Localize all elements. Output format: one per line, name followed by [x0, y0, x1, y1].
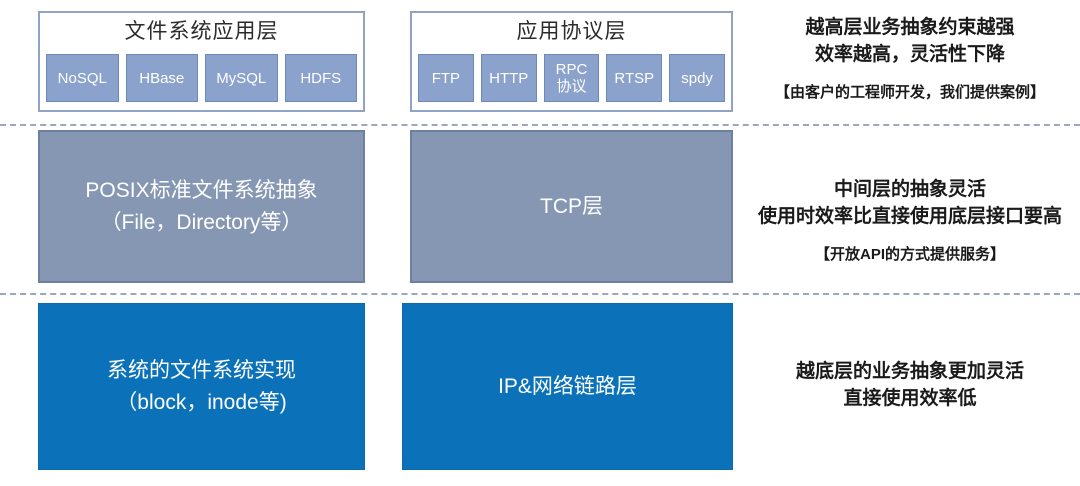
chip-nosql[interactable]: NoSQL: [46, 54, 119, 102]
ip-link-layer-label: IP&网络链路层: [498, 374, 637, 398]
protocol-chip-row: FTP HTTP RPC 协议 RTSP spdy: [418, 54, 725, 102]
chip-hdfs[interactable]: HDFS: [284, 54, 357, 102]
note-middle: 中间层的抽象灵活 使用时效率比直接使用底层接口要高 【开放API的方式提供服务】: [745, 176, 1075, 266]
chip-spdy[interactable]: spdy: [669, 54, 725, 102]
note-top-sub: 【由客户的工程师开发，我们提供案例】: [774, 84, 1045, 101]
tcp-layer-block: TCP层: [410, 130, 733, 283]
chip-mysql[interactable]: MySQL: [205, 54, 278, 102]
row-divider-bottom: [0, 293, 1080, 295]
chip-rtsp[interactable]: RTSP: [606, 54, 663, 102]
tcp-layer-label: TCP层: [540, 194, 603, 218]
application-protocol-layer-panel: 应用协议层 FTP HTTP RPC 协议 RTSP spdy: [410, 11, 733, 112]
note-bottom: 越底层的业务抽象更加灵活 直接使用效率低: [745, 358, 1075, 412]
posix-abstraction-label: POSIX标准文件系统抽象 （File，Directory等）: [85, 178, 318, 234]
note-middle-sub: 【开放API的方式提供服务】: [814, 246, 1005, 263]
posix-abstraction-block: POSIX标准文件系统抽象 （File，Directory等）: [38, 130, 365, 283]
filesystem-implementation-label: 系统的文件系统实现 （block，inode等): [107, 358, 296, 414]
note-top-main: 越高层业务抽象约束越强 效率越高，灵活性下降: [805, 17, 1015, 65]
filesystem-application-layer-title: 文件系统应用层: [124, 20, 279, 43]
application-protocol-layer-title: 应用协议层: [516, 20, 627, 43]
chip-http[interactable]: HTTP: [480, 54, 537, 102]
note-top: 越高层业务抽象约束越强 效率越高，灵活性下降 【由客户的工程师开发，我们提供案例…: [745, 14, 1075, 104]
filesystem-implementation-block: 系统的文件系统实现 （block，inode等): [38, 303, 365, 470]
note-bottom-main: 越底层的业务抽象更加灵活 直接使用效率低: [795, 361, 1024, 409]
note-middle-main: 中间层的抽象灵活 使用时效率比直接使用底层接口要高: [757, 179, 1062, 227]
ip-link-layer-block: IP&网络链路层: [402, 303, 733, 470]
row-divider-top: [0, 124, 1080, 126]
chip-rpc[interactable]: RPC 协议: [543, 54, 600, 102]
chip-ftp[interactable]: FTP: [418, 54, 474, 102]
chip-hbase[interactable]: HBase: [125, 54, 198, 102]
filesystem-chip-row: NoSQL HBase MySQL HDFS: [46, 54, 357, 102]
filesystem-application-layer-panel: 文件系统应用层 NoSQL HBase MySQL HDFS: [38, 11, 365, 112]
